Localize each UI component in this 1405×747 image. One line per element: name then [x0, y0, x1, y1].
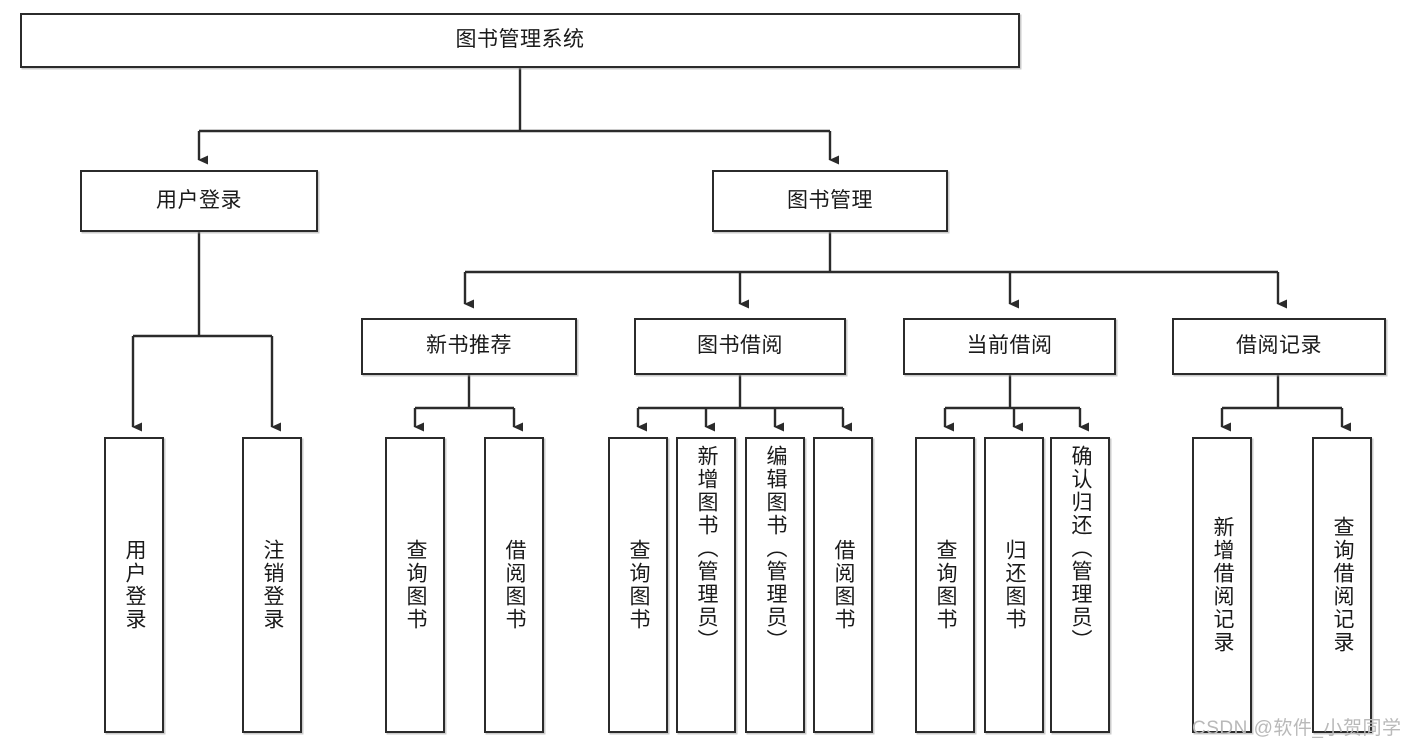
node-label: 借阅图书 [503, 539, 527, 631]
node-label: 用户登录 [123, 539, 147, 631]
leaf-confirm-return-admin[interactable]: 确认归还（管理员） [1050, 437, 1110, 733]
leaf-user-login[interactable]: 用户登录 [104, 437, 164, 733]
leaf-query-book-cb[interactable]: 查询图书 [915, 437, 975, 733]
leaf-add-book-admin[interactable]: 新增图书（管理员） [676, 437, 736, 733]
node-label: 图书管理系统 [455, 28, 585, 52]
node-current-borrowing[interactable]: 当前借阅 [903, 318, 1116, 375]
node-label: 借阅图书 [832, 539, 856, 631]
leaf-borrow-book-bb[interactable]: 借阅图书 [813, 437, 873, 733]
node-label: 图书管理 [787, 188, 873, 212]
leaf-query-borrow-record[interactable]: 查询借阅记录 [1312, 437, 1372, 733]
leaf-logout[interactable]: 注销登录 [242, 437, 302, 733]
node-label: 新书推荐 [426, 334, 512, 358]
node-label: 注销登录 [261, 539, 285, 631]
node-book-management[interactable]: 图书管理 [712, 170, 948, 232]
node-label: 新增借阅记录 [1211, 516, 1235, 654]
node-book-borrowing[interactable]: 图书借阅 [634, 318, 846, 375]
leaf-add-borrow-record[interactable]: 新增借阅记录 [1192, 437, 1252, 733]
node-label: 当前借阅 [966, 334, 1053, 358]
node-label: 编辑图书（管理员） [764, 445, 788, 652]
node-label: 图书借阅 [697, 334, 783, 358]
node-new-book-recommendation[interactable]: 新书推荐 [361, 318, 577, 375]
node-label: 查询图书 [934, 539, 958, 631]
leaf-query-book-nb[interactable]: 查询图书 [385, 437, 445, 733]
node-label: 借阅记录 [1236, 334, 1322, 358]
node-label: 新增图书（管理员） [695, 445, 719, 652]
node-label: 查询借阅记录 [1331, 516, 1355, 654]
node-label: 查询图书 [627, 539, 651, 631]
node-label: 用户登录 [156, 188, 242, 212]
node-label: 归还图书 [1003, 539, 1027, 631]
node-label: 查询图书 [404, 539, 428, 631]
node-borrowing-record[interactable]: 借阅记录 [1172, 318, 1386, 375]
leaf-borrow-book-nb[interactable]: 借阅图书 [484, 437, 544, 733]
leaf-return-book[interactable]: 归还图书 [984, 437, 1044, 733]
watermark-csdn: CSDN @软件_小贺同学 [1192, 718, 1402, 739]
leaf-edit-book-admin[interactable]: 编辑图书（管理员） [745, 437, 805, 733]
node-root-book-management-system[interactable]: 图书管理系统 [20, 13, 1020, 68]
node-label: 确认归还（管理员） [1069, 445, 1093, 652]
leaf-query-book-bb[interactable]: 查询图书 [608, 437, 668, 733]
node-user-login[interactable]: 用户登录 [80, 170, 318, 232]
